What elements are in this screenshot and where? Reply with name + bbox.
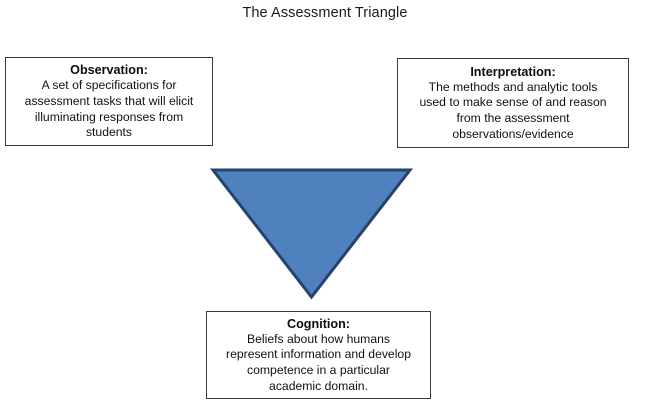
vertex-line: Beliefs about how humans bbox=[247, 331, 390, 346]
vertex-line: observations/evidence bbox=[452, 126, 574, 141]
vertex-line: students bbox=[85, 125, 133, 140]
vertex-line: A set of specifications for bbox=[41, 78, 177, 93]
vertex-box-interpretation: Interpretation: The methods and analytic… bbox=[397, 58, 629, 148]
vertex-body-observation: A set of specifications for assessment t… bbox=[25, 78, 194, 140]
vertex-line: represent information and develop bbox=[226, 347, 411, 362]
vertex-box-cognition: Cognition: Beliefs about how humans repr… bbox=[206, 311, 431, 399]
vertex-body-cognition: Beliefs about how humans represent infor… bbox=[226, 332, 411, 394]
vertex-line: used to make sense of and reason bbox=[419, 95, 607, 110]
vertex-heading-observation: Observation: bbox=[70, 63, 148, 78]
triangle-polygon bbox=[209, 168, 414, 300]
vertex-line: from the assessment bbox=[456, 111, 570, 126]
vertex-line: illuminating responses from bbox=[34, 109, 184, 124]
diagram-title: The Assessment Triangle bbox=[242, 5, 408, 21]
vertex-box-observation: Observation: A set of specifications for… bbox=[5, 57, 213, 146]
vertex-line: The methods and analytic tools bbox=[428, 79, 598, 94]
vertex-line: competence in a particular bbox=[247, 363, 390, 378]
vertex-body-interpretation: The methods and analytic tools used to m… bbox=[420, 80, 607, 142]
vertex-heading-interpretation: Interpretation: bbox=[470, 64, 556, 79]
inverted-triangle-icon bbox=[209, 164, 414, 303]
vertex-heading-cognition: Cognition: bbox=[287, 316, 350, 331]
vertex-line: academic domain. bbox=[269, 378, 368, 393]
vertex-line: assessment tasks that will elicit bbox=[24, 93, 194, 108]
